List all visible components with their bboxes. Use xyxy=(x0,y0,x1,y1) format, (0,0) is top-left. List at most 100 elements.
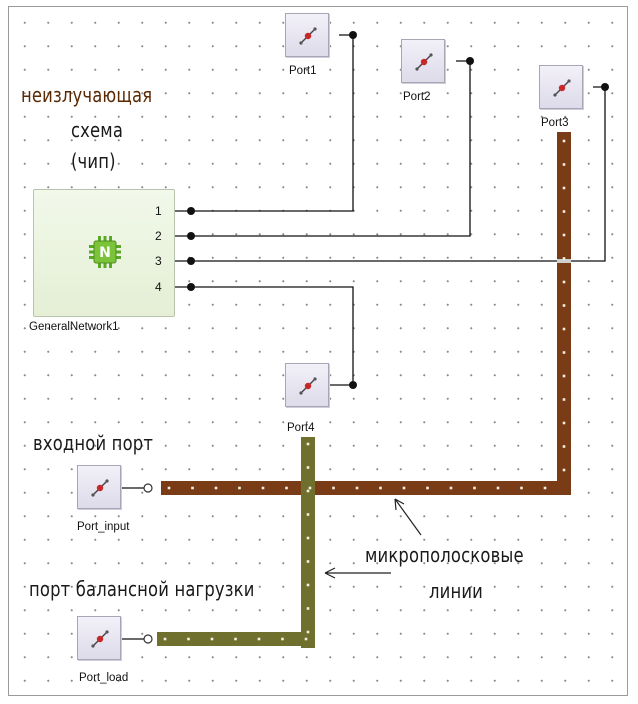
microstrip-dot xyxy=(281,637,284,641)
microstrip-dot xyxy=(379,486,382,490)
microstrip-dot xyxy=(562,186,566,190)
microstrip-dot xyxy=(167,486,171,490)
microstrip-dot xyxy=(562,139,566,143)
network-name-label: GeneralNetwork1 xyxy=(29,321,119,333)
microstrip-dot xyxy=(562,398,566,401)
svg-text:N: N xyxy=(99,245,111,261)
microstrip-dot xyxy=(261,486,265,490)
microstrip-dot xyxy=(402,486,406,490)
microstrip-dot xyxy=(562,280,566,284)
microstrip-dot xyxy=(562,445,566,448)
microstrip-dot xyxy=(285,486,288,490)
port-probe-icon xyxy=(91,479,109,497)
microstrip-dot xyxy=(306,583,310,587)
microstrip-dot xyxy=(257,637,261,641)
junction-dot xyxy=(187,283,195,291)
annotation-chip-paren: (чип) xyxy=(71,149,116,173)
network-n-icon: N xyxy=(89,236,121,268)
arrow-to-microstrip xyxy=(394,498,422,536)
wire-pin4-port4[interactable] xyxy=(167,286,354,386)
microstrip-dot xyxy=(562,233,566,237)
port-input-label: Port_input xyxy=(77,521,130,533)
microstrip-dot xyxy=(562,468,566,472)
port-probe-icon xyxy=(91,630,109,648)
microstrip-dot xyxy=(210,637,214,641)
wire-pin1-port1[interactable] xyxy=(167,34,354,212)
microstrip-dot xyxy=(163,637,167,641)
microstrip-dot xyxy=(214,486,218,490)
pin-label-4: 4 xyxy=(155,280,162,294)
junction-dot xyxy=(601,83,609,91)
microstrip-dot xyxy=(562,163,566,166)
microstrip-dot xyxy=(562,210,566,213)
microstrip-dot xyxy=(355,486,359,490)
port3-label: Port3 xyxy=(541,117,569,129)
microstrip-horizontal-input[interactable] xyxy=(161,481,571,495)
junction-dot xyxy=(187,257,195,265)
port1-block[interactable] xyxy=(285,13,329,57)
microstrip-dot xyxy=(306,560,310,563)
port-load-label: Port_load xyxy=(79,672,129,684)
microstrip-vertical-port4[interactable] xyxy=(301,437,315,648)
microstrip-vertical-port3[interactable] xyxy=(557,132,571,494)
port2-label: Port2 xyxy=(403,91,431,103)
port4-label: Port4 xyxy=(287,422,315,434)
microstrip-dot xyxy=(562,327,566,331)
microstrip-dot xyxy=(543,486,547,490)
schematic-canvas: неизлучающая схема (чип) входной порт ми… xyxy=(8,6,628,696)
annotation-chip-scheme: схема xyxy=(71,118,124,142)
arrow-to-olive-line xyxy=(324,567,391,579)
microstrip-dot xyxy=(306,607,310,610)
microstrip-dot xyxy=(306,513,310,516)
microstrip-dot xyxy=(191,486,194,490)
microstrip-dot xyxy=(562,351,566,354)
microstrip-dot xyxy=(449,486,453,490)
wire-pin3-port3[interactable] xyxy=(167,86,606,262)
microstrip-dot xyxy=(562,257,566,260)
annotation-chip-title: неизлучающая xyxy=(21,83,153,107)
wire-layer xyxy=(121,31,609,648)
port3-block[interactable] xyxy=(539,65,583,109)
annotation-microstrip: микрополосковые xyxy=(365,543,524,567)
annotation-input-port: входной порт xyxy=(33,431,154,455)
annotation-balance-load: порт балансной нагрузки xyxy=(29,577,255,601)
microstrip-dot xyxy=(426,486,429,490)
port1-label: Port1 xyxy=(289,65,317,77)
microstrip-dot xyxy=(234,637,237,641)
junction-dot xyxy=(187,207,195,215)
microstrip-dot xyxy=(306,630,310,634)
junction-dot xyxy=(466,57,474,65)
microstrip-dot xyxy=(473,486,476,490)
wire-pin2-port2[interactable] xyxy=(167,60,471,237)
pin-label-3: 3 xyxy=(155,254,162,268)
port4-block[interactable] xyxy=(285,363,329,407)
microstrip-dot xyxy=(562,304,566,307)
port-load-block[interactable] xyxy=(77,616,121,660)
microstrip-dot xyxy=(304,637,308,641)
port-probe-icon xyxy=(299,377,317,395)
microstrip-dot xyxy=(332,486,335,490)
microstrip-dot xyxy=(306,442,310,446)
port-probe-icon xyxy=(415,53,433,71)
microstrip-dot xyxy=(562,374,566,378)
pin-label-1: 1 xyxy=(155,204,162,218)
general-network-block[interactable]: N xyxy=(33,189,175,317)
microstrip-dot xyxy=(187,637,190,641)
microstrip-dot xyxy=(496,486,500,490)
microstrip-dot xyxy=(308,486,312,490)
port-probe-icon xyxy=(299,27,317,45)
microstrip-dot xyxy=(238,486,241,490)
junction-dot xyxy=(349,31,357,39)
port-input-block[interactable] xyxy=(77,465,121,509)
annotation-microstrip-lines: линии xyxy=(429,579,484,603)
open-terminal-icon xyxy=(143,634,153,644)
microstrip-dot xyxy=(520,486,523,490)
port-probe-icon xyxy=(553,79,571,97)
microstrip-dot xyxy=(306,466,310,469)
microstrip-dot xyxy=(306,489,310,493)
port2-block[interactable] xyxy=(401,39,445,83)
open-terminal-icon xyxy=(143,483,153,493)
pin-label-2: 2 xyxy=(155,229,162,243)
microstrip-dot xyxy=(562,421,566,425)
junction-dot xyxy=(349,381,357,389)
